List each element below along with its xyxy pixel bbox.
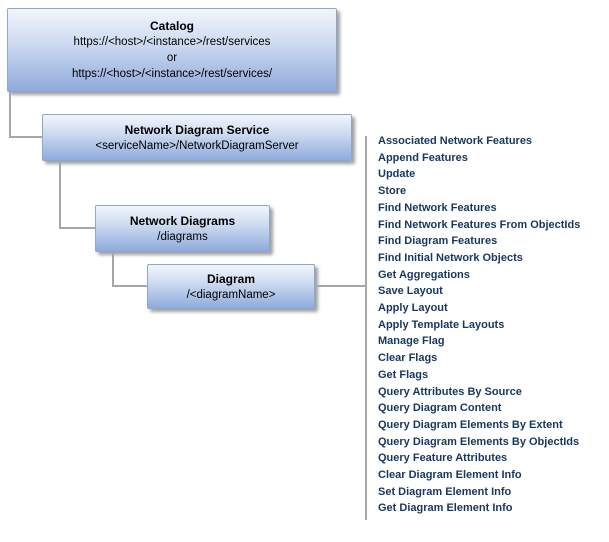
operation-link[interactable]: Get Flags — [378, 368, 429, 381]
operation-link[interactable]: Query Diagram Content — [378, 402, 502, 415]
operation-link[interactable]: Query Attributes By Source — [378, 385, 522, 398]
operation-link[interactable]: Query Diagram Elements By Extent — [378, 418, 563, 431]
diagram-title: Diagram — [206, 271, 256, 286]
catalog-or-label: or — [166, 52, 178, 64]
operation-link[interactable]: Get Diagram Element Info — [378, 502, 513, 515]
operation-link[interactable]: Get Aggregations — [378, 268, 470, 281]
node-diagram[interactable]: Diagram /<diagramName> — [147, 264, 315, 309]
diagram-path: /<diagramName> — [186, 288, 276, 301]
operation-link[interactable]: Apply Template Layouts — [378, 318, 505, 331]
node-network-diagrams[interactable]: Network Diagrams /diagrams — [95, 205, 270, 252]
operation-link[interactable]: Set Diagram Element Info — [378, 485, 512, 498]
operation-link[interactable]: Query Diagram Elements By ObjectIds — [378, 435, 580, 448]
catalog-url-2: https://<host>/<instance>/rest/services/ — [71, 68, 273, 80]
operation-link[interactable]: Append Features — [378, 151, 468, 164]
connector-catalog-to-service-vertical — [9, 92, 11, 138]
operation-link[interactable]: Update — [378, 168, 416, 181]
connector-diagrams-to-diagram-vertical — [112, 252, 114, 287]
operation-link[interactable]: Clear Flags — [378, 352, 438, 365]
operation-link[interactable]: Clear Diagram Element Info — [378, 469, 522, 482]
catalog-title: Catalog — [149, 19, 194, 33]
node-network-diagram-service[interactable]: Network Diagram Service <serviceName>/Ne… — [42, 114, 352, 161]
service-title: Network Diagram Service — [124, 122, 270, 137]
connector-diagrams-to-diagram-horizontal — [112, 285, 147, 287]
operation-link[interactable]: Query Feature Attributes — [378, 452, 508, 465]
operation-link[interactable]: Associated Network Features — [378, 135, 533, 147]
operation-link[interactable]: Find Initial Network Objects — [378, 251, 523, 264]
operation-link[interactable]: Manage Flag — [378, 335, 445, 348]
catalog-url-1: https://<host>/<instance>/rest/services — [73, 36, 271, 48]
operation-link[interactable]: Find Diagram Features — [378, 235, 498, 248]
connector-service-to-diagrams-vertical — [59, 161, 61, 229]
operation-link[interactable]: Save Layout — [378, 285, 443, 298]
diagrams-title: Network Diagrams — [129, 213, 236, 228]
service-path: <serviceName>/NetworkDiagramServer — [95, 139, 299, 152]
node-catalog[interactable]: Catalog https://<host>/<instance>/rest/s… — [7, 8, 337, 92]
connector-diagram-to-operations — [315, 285, 367, 287]
operations-bracket-line — [365, 136, 367, 520]
operation-link[interactable]: Store — [378, 185, 407, 198]
operation-link[interactable]: Apply Layout — [378, 302, 448, 315]
connector-catalog-to-service-horizontal — [9, 136, 42, 138]
connector-service-to-diagrams-horizontal — [59, 227, 95, 229]
diagrams-path: /diagrams — [157, 230, 208, 243]
operation-link[interactable]: Find Network Features From ObjectIds — [378, 218, 581, 231]
operation-link[interactable]: Find Network Features — [378, 201, 497, 214]
